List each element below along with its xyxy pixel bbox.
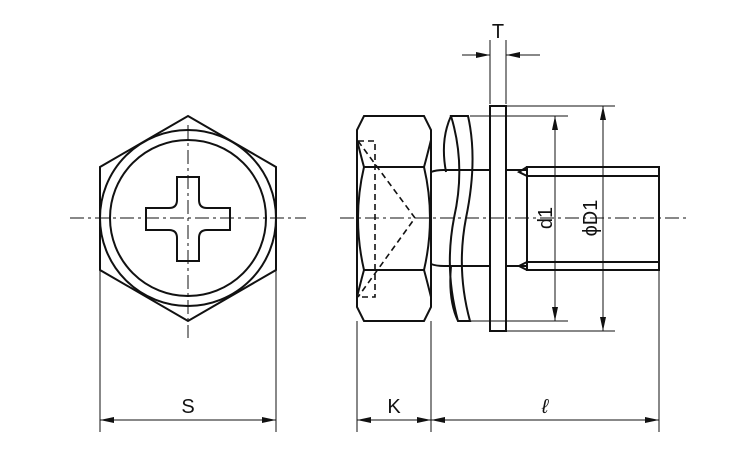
arrow <box>100 417 114 423</box>
arrow <box>645 417 659 423</box>
label-phi-d1: ϕD1 <box>580 200 602 237</box>
arrow <box>262 417 276 423</box>
arrow <box>552 116 558 130</box>
label-k: K <box>387 396 401 418</box>
arrow <box>431 417 445 423</box>
arrow <box>552 307 558 321</box>
dimensions: S K ℓ T d1 ϕD1 <box>99 21 660 432</box>
arrow <box>600 106 606 120</box>
label-s: S <box>181 396 194 418</box>
arrow <box>417 417 431 423</box>
arrow <box>506 52 520 58</box>
screw-side-view <box>340 105 690 332</box>
hex-head-side <box>356 115 432 322</box>
label-d1: d1 <box>535 207 557 229</box>
recess-hidden-lines <box>357 140 416 298</box>
label-length: ℓ <box>541 396 550 418</box>
arrow <box>357 417 371 423</box>
extension-lines <box>99 40 660 432</box>
shank-neck <box>430 169 527 267</box>
dimension-lines <box>100 54 659 421</box>
arrow <box>600 317 606 331</box>
label-t: T <box>492 21 504 43</box>
head-top-view <box>70 114 306 338</box>
phillips-recess <box>145 176 231 262</box>
arrow <box>476 52 490 58</box>
